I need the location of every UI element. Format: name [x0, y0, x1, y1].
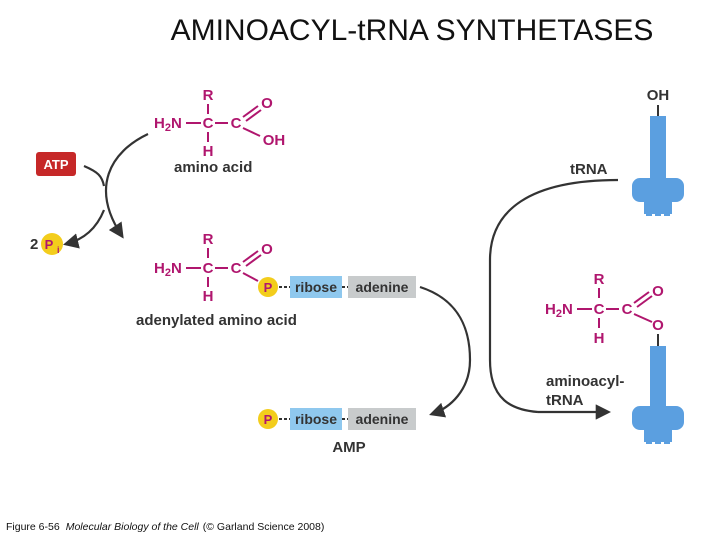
pyrophosphate: 2 P i: [30, 233, 63, 255]
amp-label: AMP: [332, 439, 365, 456]
adenylated-phosphate: P: [258, 277, 278, 297]
amino-acid-label: amino acid: [174, 159, 252, 176]
adenylated-adenine-box: adenine: [348, 276, 416, 298]
adenylated-carboxyl-carbon: C: [231, 260, 242, 277]
adenylated-ribose-box: ribose: [290, 276, 342, 298]
adenylated-amino-acid-label: adenylated amino acid: [136, 312, 297, 329]
atp-label: ATP: [43, 157, 68, 172]
phosphate-symbol: P: [45, 237, 54, 252]
amp-adenine-box: adenine: [348, 408, 416, 430]
adenylated-ribose-label: ribose: [295, 279, 337, 295]
aminoacyl-structure: R H2N C C O O H: [545, 271, 664, 347]
trna-label: tRNA: [570, 161, 608, 178]
amp-phosphate: P: [258, 409, 278, 429]
adenylated-hydrogen: H: [203, 288, 214, 305]
amino-acid-hydroxyl: OH: [263, 132, 286, 149]
trna-molecule-bottom: [632, 346, 684, 444]
amino-acid-structure: R H2N C C O OH H: [154, 87, 285, 160]
amino-acid-hydrogen: H: [203, 143, 214, 160]
amino-acid-carboxyl-carbon: C: [231, 115, 242, 132]
amino-acid-amine: H2N: [154, 115, 182, 134]
adenylated-adenine-label: adenine: [356, 279, 409, 295]
adenylated-carbonyl-oxygen: O: [261, 241, 273, 258]
aminoacyl-alpha-carbon: C: [594, 301, 605, 318]
reaction-arrows-right: [419, 178, 619, 420]
aminoacyl-trna-label-line2: tRNA: [546, 392, 584, 409]
amino-acid-alpha-carbon: C: [203, 115, 214, 132]
adenylated-alpha-carbon: C: [203, 260, 214, 277]
amp-ribose-box: ribose: [290, 408, 342, 430]
aminoacyl-trna-label-line1: aminoacyl-: [546, 373, 624, 390]
amp-adenine-label: adenine: [356, 411, 409, 427]
adenylated-phosphate-symbol: P: [264, 280, 273, 295]
amp-phosphate-symbol: P: [264, 412, 273, 427]
aminoacyl-ester-oxygen: O: [652, 317, 664, 334]
adenylated-r-group: R: [203, 231, 214, 248]
aminoacyl-hydrogen: H: [594, 330, 605, 347]
reaction-arrows-left: [63, 133, 149, 249]
phosphate-subscript: i: [57, 245, 60, 255]
adenylated-amino-acid-structure: R H2N C C O H: [154, 231, 273, 305]
amino-acid-r-group: R: [203, 87, 214, 104]
trna-molecule-top: OH: [632, 87, 684, 216]
aminoacyl-r-group: R: [594, 271, 605, 288]
aminoacyl-carbonyl-oxygen: O: [652, 283, 664, 300]
aminoacyl-amine: H2N: [545, 301, 573, 320]
trna-hydroxyl: OH: [647, 87, 670, 104]
amp-ribose-label: ribose: [295, 411, 337, 427]
adenylated-amine: H2N: [154, 260, 182, 279]
pyrophosphate-coefficient: 2: [30, 236, 38, 253]
atp-badge: ATP: [36, 152, 76, 176]
page-title: AMINOACYL-tRNA SYNTHETASES: [171, 14, 654, 47]
aminoacyl-carboxyl-carbon: C: [622, 301, 633, 318]
amino-acid-carbonyl-oxygen: O: [261, 95, 273, 112]
